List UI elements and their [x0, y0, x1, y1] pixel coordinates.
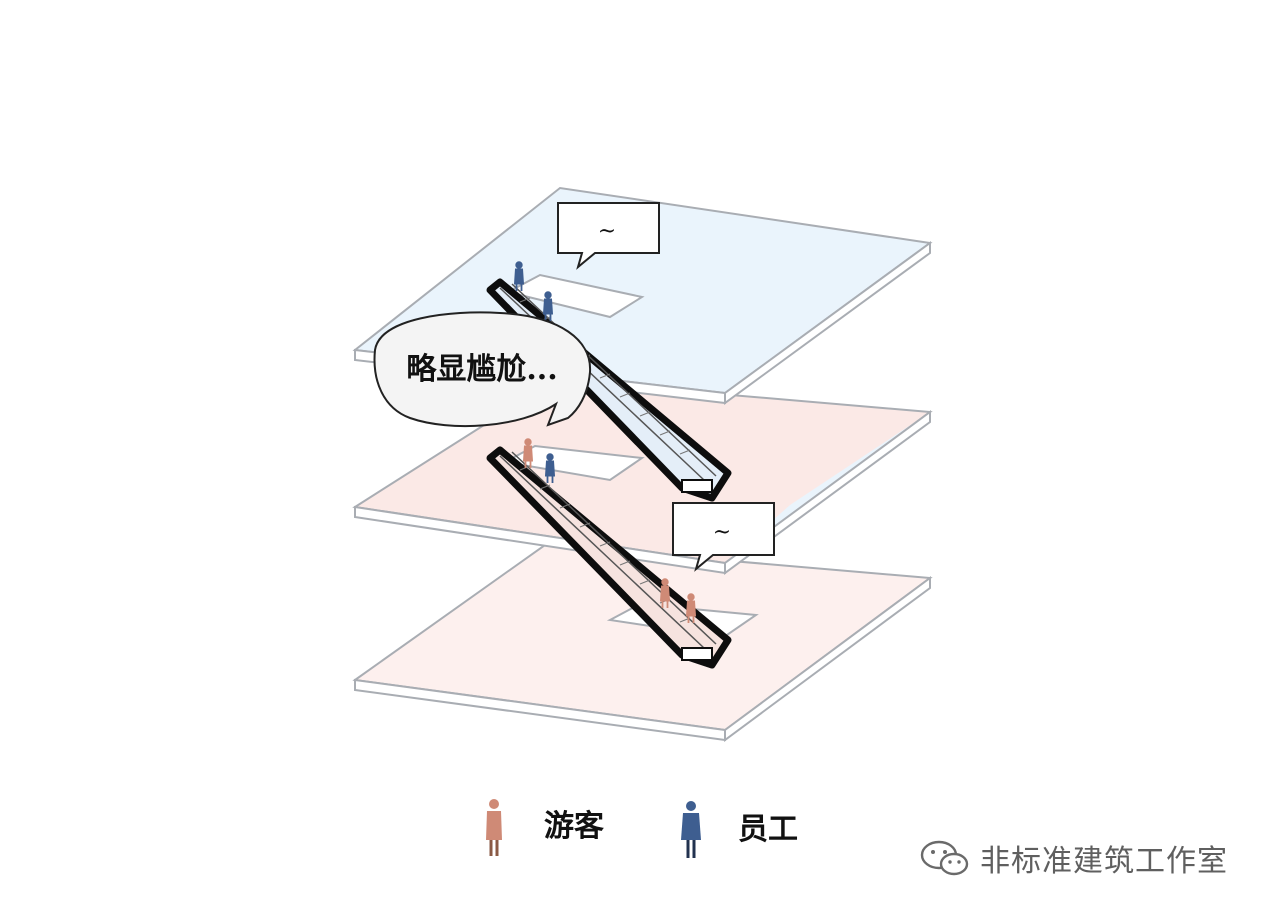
top-floor-edge-side [724, 241, 931, 405]
speech-bubble-middle: 略显尴尬... [373, 311, 592, 428]
legend-staff-label: 员工 [738, 812, 798, 847]
middle-floor-edge-side [724, 410, 931, 575]
speech-bubble-bottom-text: ~ [713, 520, 731, 545]
legend-visitor-label: 游客 [544, 809, 604, 844]
watermark-text: 非标准建筑工作室 [980, 844, 1228, 879]
speech-bubble-top-text: ~ [598, 219, 616, 244]
bottom-floor [352, 543, 933, 742]
upper-escalator-base [681, 479, 713, 493]
speech-bubble-top: ~ [557, 202, 660, 270]
bottom-floor-edge-side [724, 576, 931, 742]
watermark: 非标准建筑工作室 [918, 836, 1228, 880]
wechat-icon [920, 840, 969, 876]
lower-escalator-base [681, 647, 713, 661]
speech-bubble-middle-text: 略显尴尬... [406, 352, 557, 387]
lower-escalator-body [486, 446, 732, 669]
top-floor-opening [505, 273, 645, 319]
legend-staff-figure [681, 801, 701, 858]
speech-bubble-bottom: ~ [672, 502, 775, 572]
legend-visitor-figure [486, 799, 502, 856]
lower-escalator [486, 446, 732, 669]
